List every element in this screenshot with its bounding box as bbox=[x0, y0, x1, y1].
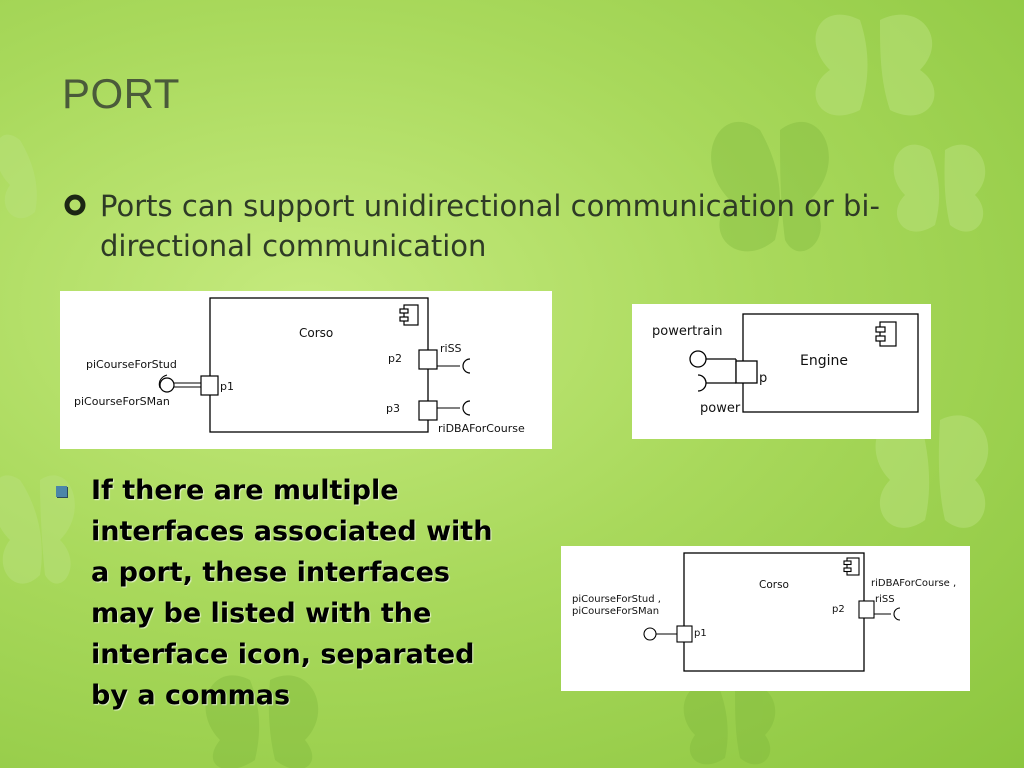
component-name: Corso bbox=[299, 326, 333, 340]
port-p1-square bbox=[676, 625, 693, 643]
component-name: Engine bbox=[800, 353, 848, 369]
diagram-corso-comma-interfaces: Corso piCourseForStud , piCourseForSMan … bbox=[561, 546, 970, 691]
provided-interface-top: piCourseForStud bbox=[86, 358, 177, 371]
component-icon bbox=[843, 557, 860, 576]
port-p-label: p bbox=[759, 371, 767, 386]
required-interface-bottom: riSS bbox=[875, 594, 895, 605]
required-interface: power bbox=[700, 401, 741, 416]
socket-icon bbox=[462, 400, 471, 416]
square-bullet-icon bbox=[56, 486, 67, 497]
port-p1-square bbox=[200, 375, 219, 396]
provided-interface-bottom: piCourseForSMan bbox=[74, 395, 170, 408]
bullet-ports-communication: Ports can support unidirectional communi… bbox=[64, 186, 904, 266]
provided-interface-top: piCourseForStud , bbox=[572, 594, 661, 605]
port-p1-label: p1 bbox=[220, 380, 234, 393]
port-p2-label: p2 bbox=[832, 604, 845, 615]
required-interface-p2: riSS bbox=[440, 342, 462, 355]
required-interface-top: riDBAForCourse , bbox=[871, 578, 956, 589]
port-p3-square bbox=[418, 400, 438, 421]
slide-title: PORT bbox=[62, 70, 180, 117]
required-interface-p3: riDBAForCourse bbox=[438, 422, 525, 435]
port-p2-square bbox=[418, 349, 438, 370]
component-icon bbox=[875, 321, 897, 347]
port-p3-label: p3 bbox=[386, 402, 400, 415]
ring-bullet-icon bbox=[64, 194, 86, 216]
diagram-corso-ports: Corso piCourseForStud piCourseForSMan p1… bbox=[60, 291, 552, 449]
lollipop-icon bbox=[643, 627, 657, 641]
provided-interface-bottom: piCourseForSMan bbox=[572, 606, 659, 617]
port-p2-label: p2 bbox=[388, 352, 402, 365]
lollipop-icon bbox=[159, 377, 175, 393]
port-p2-square bbox=[858, 600, 875, 619]
port-p1-label: p1 bbox=[694, 628, 707, 639]
socket-icon bbox=[893, 607, 901, 621]
socket-icon bbox=[697, 374, 707, 392]
component-icon bbox=[399, 304, 419, 326]
lollipop-icon bbox=[689, 350, 707, 368]
provided-interface: powertrain bbox=[652, 324, 722, 339]
bullet-text: If there are multiple interfaces associa… bbox=[91, 475, 493, 711]
bullet-text: Ports can support unidirectional communi… bbox=[100, 189, 880, 263]
bullet-multiple-interfaces: If there are multiple interfaces associa… bbox=[56, 470, 506, 716]
port-p-square bbox=[735, 360, 758, 384]
socket-icon bbox=[462, 358, 471, 374]
component-name: Corso bbox=[759, 579, 789, 591]
diagram-engine-port: Engine powertrain p power bbox=[632, 304, 931, 439]
